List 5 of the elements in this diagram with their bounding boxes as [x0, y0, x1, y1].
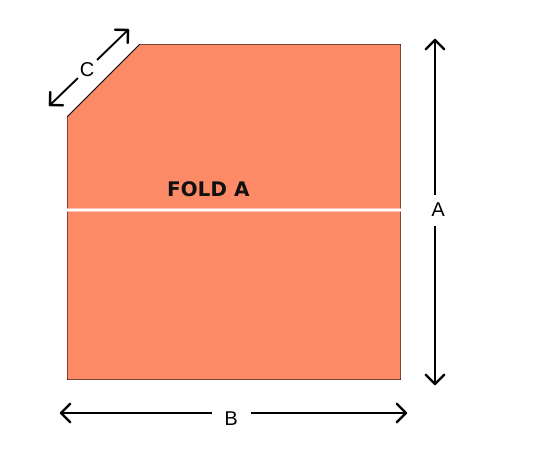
- dimension-label: A: [431, 200, 445, 220]
- fold-label: FOLD A: [167, 176, 250, 203]
- paper-panel: [67, 44, 401, 380]
- dimension-label: B: [224, 409, 238, 429]
- dimension-label: C: [80, 60, 94, 80]
